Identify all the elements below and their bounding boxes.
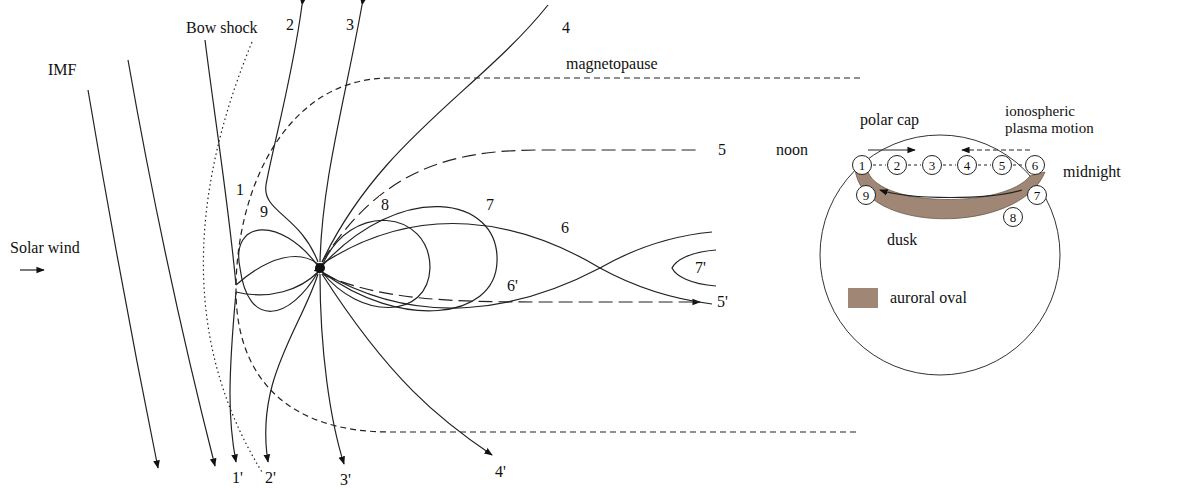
field-line xyxy=(236,272,318,295)
plasma-path-connector xyxy=(943,164,956,165)
diagram-label: 3 xyxy=(344,16,356,34)
diagram-label: 9 xyxy=(258,203,270,221)
diagram-label: 1' xyxy=(230,469,245,487)
solar-wind-arrow xyxy=(20,269,44,270)
callout-circle: 1 xyxy=(852,155,872,175)
legend-text: auroral oval xyxy=(890,289,967,307)
callout-circle: 7 xyxy=(1027,185,1047,205)
plasma-flow-arrow xyxy=(962,149,1030,150)
field-line xyxy=(322,220,430,307)
imf-line xyxy=(128,60,215,466)
callout-number: 3 xyxy=(929,159,936,172)
plasma-path-connector xyxy=(1013,164,1024,165)
field-line xyxy=(266,5,318,262)
imf-line xyxy=(88,90,158,468)
diagram-label: 1 xyxy=(234,181,246,199)
diagram-label: 7' xyxy=(693,259,708,277)
callout-number: 9 xyxy=(863,189,870,202)
legend-row: auroral oval xyxy=(848,288,967,308)
field-line xyxy=(322,150,700,262)
callout-circle: 6 xyxy=(1025,155,1045,175)
diagram-label: 4' xyxy=(493,463,508,481)
diagram-label: IMF xyxy=(46,61,78,79)
plasma-flow-arrow xyxy=(880,190,1022,198)
callout-circle: 3 xyxy=(922,155,942,175)
diagram-label: 5' xyxy=(715,293,730,311)
diagram-label: dusk xyxy=(885,231,919,249)
plasma-path-connector xyxy=(908,164,921,165)
diagram-label: Solar wind xyxy=(8,239,82,257)
callout-circle: 8 xyxy=(1003,207,1023,227)
callout-number: 5 xyxy=(999,159,1006,172)
field-line xyxy=(239,230,318,311)
diagram-label: magnetopause xyxy=(564,55,660,73)
diagram-label: 7 xyxy=(484,196,496,214)
diagram-label: Bow shock xyxy=(184,19,260,37)
field-line xyxy=(322,5,548,262)
diagram-label: noon xyxy=(774,141,810,159)
field-line xyxy=(320,5,362,262)
callout-number: 1 xyxy=(859,159,866,172)
polar-view-circle xyxy=(820,135,1060,375)
diagram-label: polar cap xyxy=(858,111,921,129)
diagram-label: 6 xyxy=(559,219,571,237)
callout-circle: 2 xyxy=(887,155,907,175)
diagram-label: 3' xyxy=(338,471,353,489)
diagram-label: midnight xyxy=(1061,163,1123,181)
diagram-label: 4 xyxy=(560,19,572,37)
field-line xyxy=(322,207,497,311)
callout-number: 8 xyxy=(1010,211,1017,224)
diagram-label: 2 xyxy=(284,16,296,34)
callout-number: 7 xyxy=(1034,189,1041,202)
field-line xyxy=(322,224,712,268)
plasma-path-connector xyxy=(873,164,886,165)
magnetopause-line xyxy=(236,78,860,432)
earth xyxy=(315,263,325,273)
diagram-label: ionospheric plasma motion xyxy=(1003,103,1117,136)
diagram-label: 5 xyxy=(716,141,728,159)
plasma-flow-arrow xyxy=(868,149,915,150)
field-line xyxy=(205,40,236,285)
callout-circle: 4 xyxy=(957,155,977,175)
field-line xyxy=(230,292,236,462)
callout-number: 4 xyxy=(964,159,971,172)
plasma-path-connector xyxy=(978,164,991,165)
field-line xyxy=(236,257,318,285)
diagram-label: 8 xyxy=(379,196,391,214)
callout-circle: 5 xyxy=(992,155,1012,175)
callout-circle: 9 xyxy=(856,185,876,205)
callout-number: 2 xyxy=(894,159,901,172)
diagram-label: 2' xyxy=(263,469,278,487)
diagram-label: 6' xyxy=(505,277,520,295)
plasmoid-line xyxy=(672,250,716,286)
legend-swatch xyxy=(848,288,878,308)
callout-number: 6 xyxy=(1032,159,1039,172)
